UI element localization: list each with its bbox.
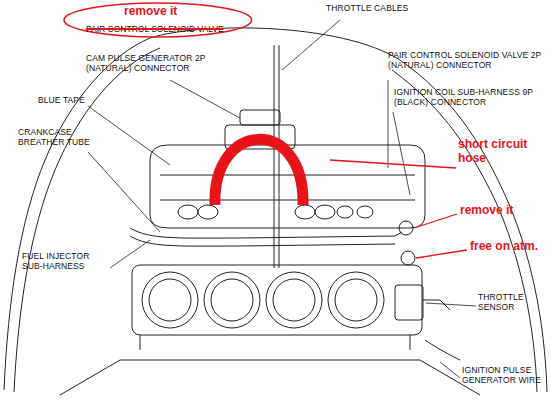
drawing-stroke <box>198 205 218 219</box>
throttle-bodies <box>132 265 460 360</box>
drawing-stroke <box>160 200 415 201</box>
throttle-cables <box>274 45 279 268</box>
part-name: THROTTLE SENSOR <box>478 293 544 313</box>
drawing-stroke <box>14 48 160 392</box>
drawing-stroke <box>140 335 460 360</box>
connector-name: CAM PULSE GENERATOR 2P (NATURAL) CONNECT… <box>86 54 214 74</box>
drawing-stroke <box>401 251 415 265</box>
drawing-stroke <box>266 272 322 328</box>
part-name: THROTTLE CABLES <box>326 4 436 14</box>
wire-name: IGNITION PULSE GENERATOR WIRE <box>462 366 546 386</box>
struck-part-name: PAIR CONTROL SOLENOID VALVE <box>86 24 224 34</box>
drawing-stroke <box>330 160 456 168</box>
drawing-stroke <box>273 279 315 321</box>
drawing-stroke <box>274 45 275 268</box>
drawing-stroke <box>132 265 422 335</box>
red-note: free on atm. <box>470 240 548 254</box>
leader-lines <box>88 20 476 378</box>
drawing-stroke <box>357 206 373 218</box>
drawing-stroke <box>395 232 402 236</box>
part-name: FUEL INJECTOR SUB-HARNESS <box>22 252 112 272</box>
drawing-stroke <box>110 240 150 268</box>
drawing-stroke <box>178 205 198 219</box>
drawing-stroke <box>400 60 547 392</box>
breather-tube <box>130 221 415 265</box>
drawing-stroke <box>204 272 260 328</box>
red-note: remove it <box>460 204 546 218</box>
drawing-stroke <box>149 279 191 321</box>
red-note: short circuit hose <box>458 138 546 166</box>
drawing-stroke <box>315 205 335 219</box>
drawing-stroke <box>130 236 395 246</box>
drawing-stroke <box>426 303 476 306</box>
red-leaders <box>330 160 467 258</box>
drawing-stroke <box>211 279 253 321</box>
drawing-stroke <box>416 250 467 258</box>
drawing-stroke <box>414 214 457 228</box>
drawing-stroke <box>4 38 150 390</box>
drawing-stroke <box>130 228 395 238</box>
drawing-stroke <box>170 80 240 118</box>
drawing-stroke <box>393 112 410 195</box>
part-name: BLUE TAPE <box>38 96 118 106</box>
oval-outline <box>64 3 252 37</box>
cylinder-head <box>150 110 425 228</box>
drawing-stroke <box>88 106 170 165</box>
drawing-stroke <box>328 272 384 328</box>
drawing-stroke <box>295 205 315 219</box>
drawing-stroke <box>335 279 377 321</box>
drawing-stroke <box>60 360 480 395</box>
drawing-stroke <box>440 362 460 378</box>
drawing-stroke <box>395 285 423 320</box>
frame <box>4 28 547 395</box>
drawing-stroke <box>88 152 160 232</box>
injectors <box>178 205 373 219</box>
connector-name: PAIR CONTROL SOLENOID VALVE 2P (NATURAL)… <box>388 51 548 71</box>
connector-name: IGNITION COIL SUB-HARNESS 9P (BLACK) CON… <box>394 88 544 108</box>
removal-oval: remove it PAIR CONTROL SOLENOID VALVE <box>62 1 254 39</box>
drawing-stroke <box>388 80 389 168</box>
red-note: remove it <box>124 4 224 18</box>
short-circuit-hose <box>215 139 303 205</box>
drawing-stroke <box>282 20 340 70</box>
drawing-stroke <box>423 300 450 310</box>
drawing-stroke <box>142 272 198 328</box>
drawing-stroke <box>337 206 353 218</box>
drawing-stroke <box>279 45 280 268</box>
drawing-stroke <box>392 70 537 392</box>
part-name: CRANKCASE BREATHER TUBE <box>18 128 108 148</box>
drawing-stroke <box>160 175 415 176</box>
